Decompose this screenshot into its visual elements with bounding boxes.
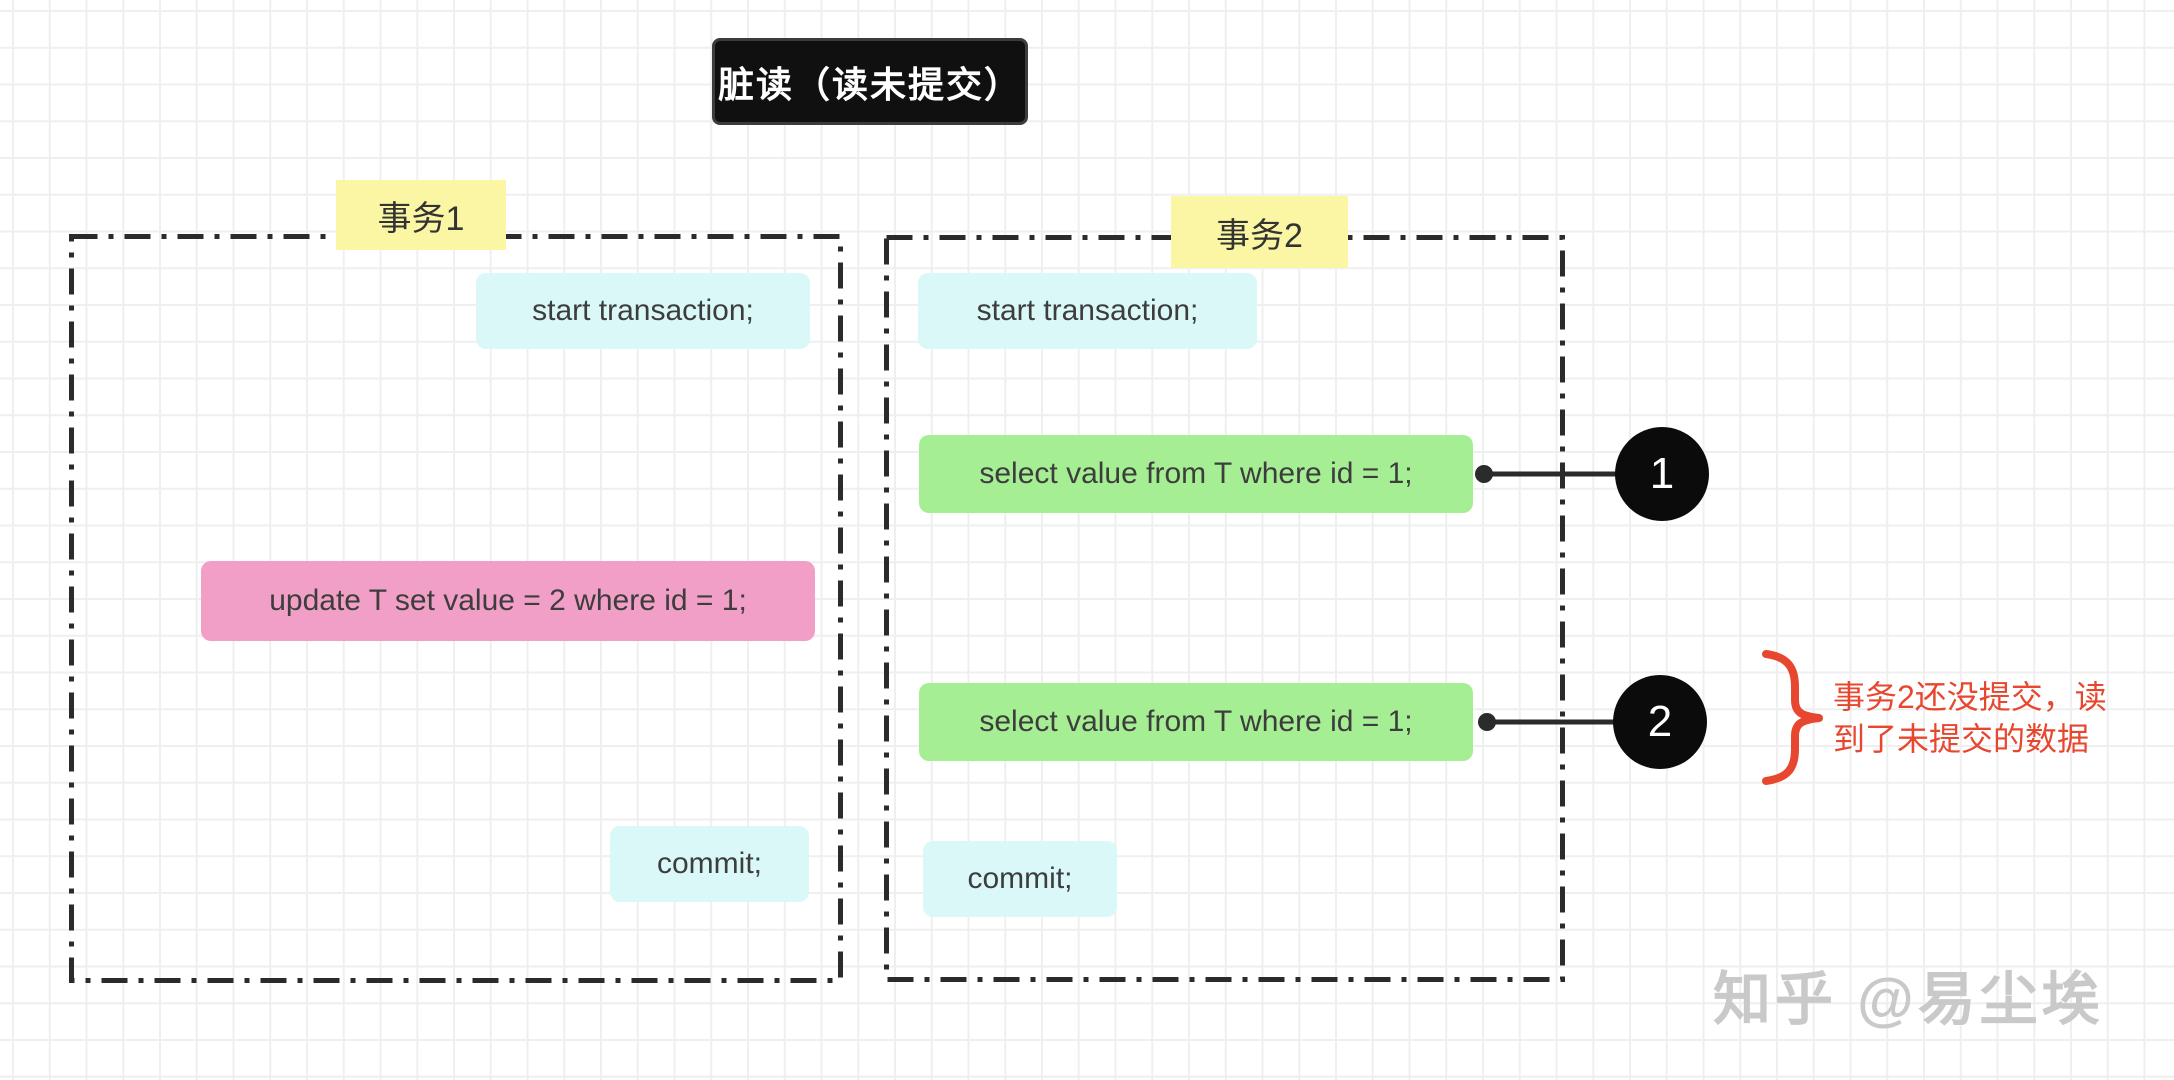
transaction1-start-statement: start transaction; [476,273,810,349]
transaction2-select1-statement: select value from T where id = 1; [919,435,1473,513]
diagram-title: 脏读（读未提交） [712,38,1028,125]
transaction1-update-statement: update T set value = 2 where id = 1; [201,561,815,641]
note-line-2: 到了未提交的数据 [1833,721,2090,757]
zhihu-watermark: 知乎 @易尘埃 [1713,967,2104,1032]
transaction1-label: 事务1 [336,180,506,250]
transaction2-start-statement: start transaction; [918,273,1257,349]
marker2-connector-dot [1478,713,1496,731]
marker1-connector-dot [1475,465,1493,483]
transaction2-select2-statement: select value from T where id = 1; [919,683,1473,761]
transaction1-commit-statement: commit; [610,826,809,902]
transaction2-commit-statement: commit; [923,841,1117,917]
note-curly-brace [1762,650,1823,785]
step-marker-1: 1 [1615,427,1709,521]
transaction2-label: 事务2 [1171,196,1348,268]
step-marker-2: 2 [1613,675,1707,769]
dirty-read-note: 事务2还没提交，读 到了未提交的数据 [1833,676,2107,760]
note-line-1: 事务2还没提交，读 [1833,679,2107,715]
